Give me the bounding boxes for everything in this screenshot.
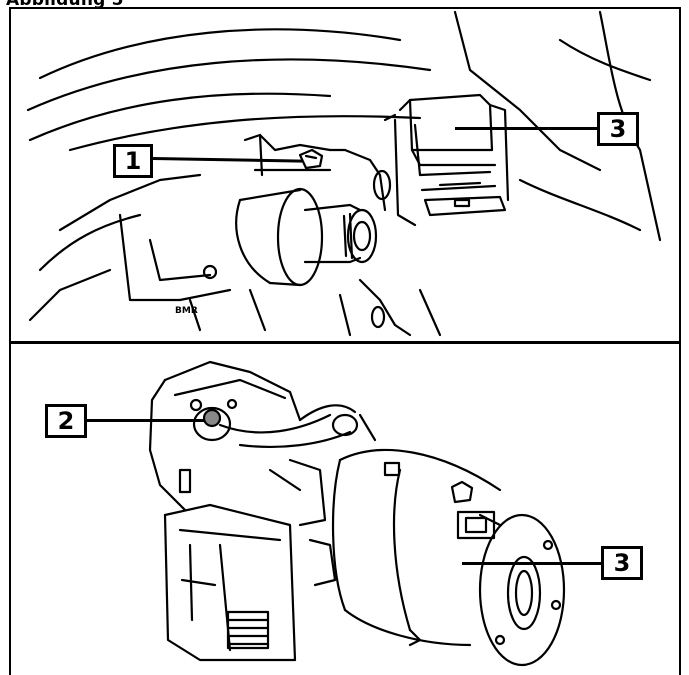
callout-leader-2 bbox=[87, 419, 205, 422]
top-panel-illustration: BMR bbox=[26, 10, 662, 337]
panel-divider bbox=[9, 341, 681, 344]
callout-leader-3-top bbox=[455, 127, 597, 130]
callout-label-1: 1 bbox=[113, 144, 153, 178]
figure-heading: Abbildung 5 bbox=[6, 0, 124, 10]
callout-label-3-bottom: 3 bbox=[601, 546, 643, 580]
callout-label-2: 2 bbox=[45, 404, 87, 438]
manufacturer-stamp: BMR bbox=[175, 306, 198, 316]
callout-label-3-top: 3 bbox=[597, 112, 639, 146]
callout-leader-3-bottom bbox=[462, 562, 601, 565]
